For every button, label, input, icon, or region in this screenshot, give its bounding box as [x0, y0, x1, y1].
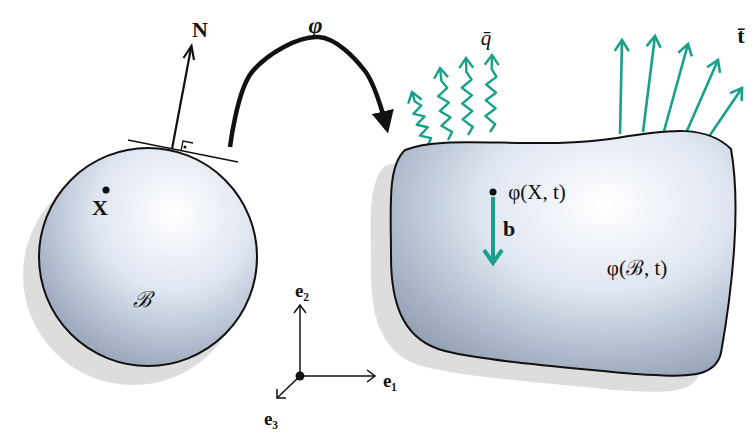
heat-flux-arrow: [485, 55, 496, 132]
material-point: [490, 189, 497, 196]
normal-vector: [172, 48, 191, 149]
current-body: φ(X, t) b φ(ℬ, t): [385, 125, 740, 380]
traction-arrow: [643, 36, 655, 132]
normal-arrowhead: [184, 46, 195, 60]
node-outline: [385, 125, 740, 380]
point-label: X: [92, 197, 108, 219]
axis-e2: [299, 305, 301, 376]
axis-head: [294, 305, 306, 313]
body-label: φ(ℬ, t): [607, 258, 667, 279]
heat-flux-label: q̄: [481, 28, 492, 49]
normal-label: N: [192, 19, 208, 41]
heat-flux-arrow: [438, 68, 452, 140]
reference-body: Xℬ: [38, 147, 258, 367]
arrowhead: [459, 58, 473, 68]
axis-label: e₂: [295, 281, 309, 300]
arrowhead: [485, 55, 499, 65]
vector-label: b: [503, 218, 515, 240]
arrowhead: [707, 60, 720, 73]
arrowhead: [434, 68, 448, 79]
heat-flux-arrow: [412, 92, 431, 145]
heat-flux-arrows: [408, 55, 499, 145]
axis-e3: [277, 376, 300, 398]
material-point: [103, 187, 110, 194]
traction-arrow: [708, 88, 742, 138]
node-outline: [38, 147, 258, 367]
traction-arrow: [620, 40, 622, 134]
point-label: φ(X, t): [508, 182, 566, 203]
arrowhead: [484, 250, 502, 263]
sphere: [39, 148, 257, 366]
mapping-arrow: [230, 37, 387, 147]
arrowhead: [678, 44, 691, 56]
axis-head: [277, 389, 286, 398]
right-angle-mark: [181, 141, 193, 151]
arrowhead: [730, 88, 742, 101]
deformed-body: [391, 131, 736, 376]
arrowhead: [647, 36, 661, 48]
axis-label: e₃: [264, 409, 278, 428]
traction-label: t̄: [737, 25, 744, 47]
axis-head: [367, 370, 375, 382]
traction-arrow: [686, 60, 718, 133]
origin-dot: [296, 372, 305, 381]
body-label: ℬ: [133, 289, 151, 311]
arrowhead: [615, 40, 629, 51]
body-force-arrow: [491, 197, 495, 261]
arrowhead: [408, 92, 421, 104]
mapping-label: φ: [308, 13, 322, 37]
axis-label: e₁: [383, 371, 397, 390]
traction-arrows: [615, 36, 742, 138]
heat-flux-arrow: [462, 58, 473, 135]
axis-e1: [300, 375, 375, 377]
right-angle-dot: [184, 146, 187, 149]
traction-arrow: [664, 44, 688, 131]
